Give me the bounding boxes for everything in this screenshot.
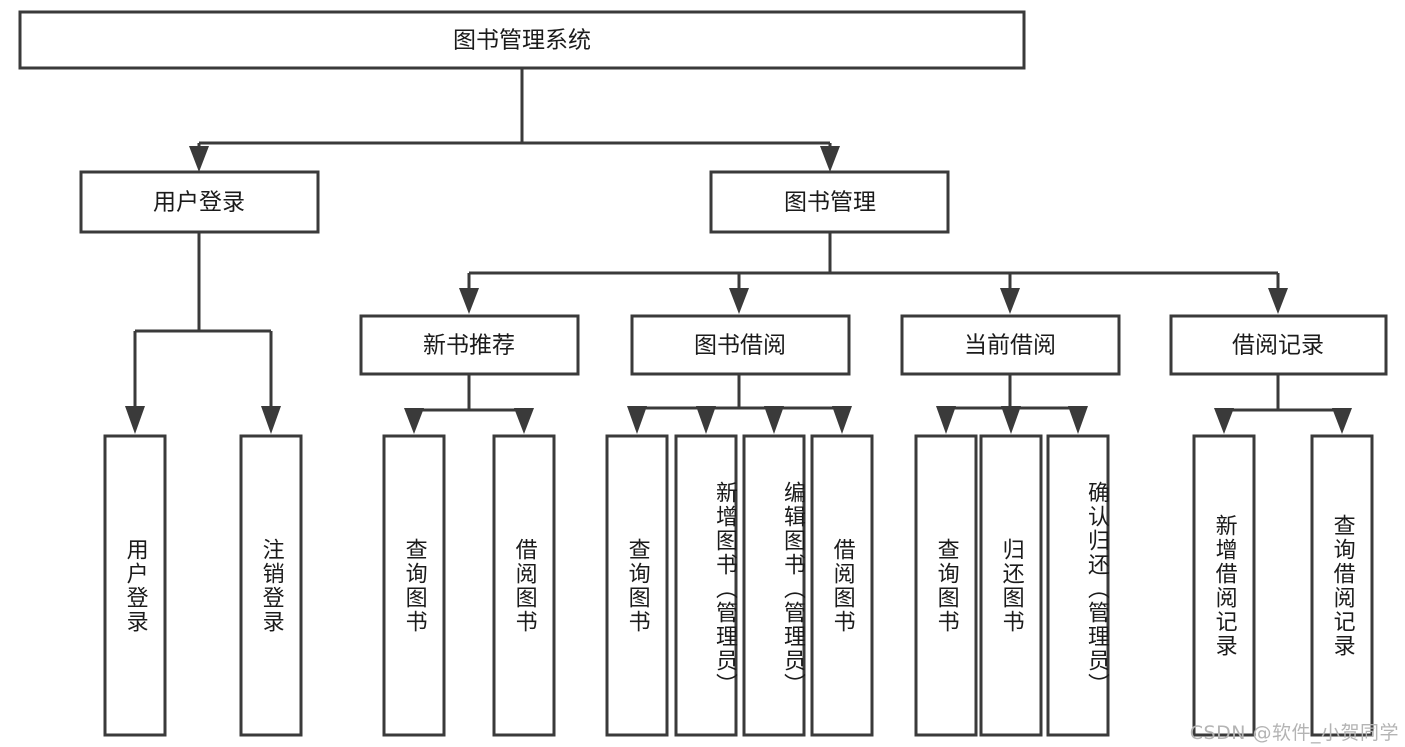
leaf-box-new-book-0[interactable] bbox=[382, 434, 446, 737]
leaf-label-current-borrow-2: 确认归还（管理员） bbox=[1084, 480, 1109, 697]
arrow-new-book-leaf-2 bbox=[514, 408, 534, 434]
connector-group-borrow-record bbox=[1214, 374, 1352, 434]
leaf-label-book-borrow-2: 编辑图书（管理员） bbox=[780, 480, 805, 697]
node-current-borrow[interactable] bbox=[900, 314, 1121, 376]
arrow-to-user-login bbox=[189, 146, 209, 172]
connector-group-current-borrow bbox=[936, 374, 1088, 434]
leaf-label-new-book-0: 查询图书 bbox=[401, 537, 427, 634]
arrow-to-new-book bbox=[459, 288, 479, 314]
leaf-box-current-borrow-1[interactable] bbox=[979, 434, 1043, 737]
node-book-management-label: 图书管理 bbox=[784, 190, 876, 216]
arrow-to-current-borrow bbox=[1000, 288, 1020, 314]
leaf-box-borrow-record-0[interactable] bbox=[1192, 434, 1256, 737]
leaf-box-user-login-0[interactable] bbox=[103, 434, 167, 737]
leaf-label-borrow-record-0: 新增借阅记录 bbox=[1211, 513, 1237, 658]
node-user-login-label: 用户登录 bbox=[153, 190, 245, 216]
arrow-to-book-borrow bbox=[729, 288, 749, 314]
arrow-borrow-record-leaf-2 bbox=[1332, 408, 1352, 434]
connector-group-new-book bbox=[404, 374, 534, 434]
arrow-user-login-leaf-2 bbox=[261, 406, 281, 434]
leaf-box-borrow-record-1[interactable] bbox=[1310, 434, 1374, 737]
leaf-box-book-borrow-3[interactable] bbox=[810, 434, 874, 737]
arrow-book-borrow-leaf-3 bbox=[764, 406, 784, 434]
node-root-book-management-system[interactable] bbox=[18, 10, 1026, 70]
node-book-borrow[interactable] bbox=[630, 314, 851, 376]
arrow-new-book-leaf-1 bbox=[404, 408, 424, 434]
leaf-label-new-book-1: 借阅图书 bbox=[511, 537, 537, 634]
leaf-box-book-borrow-2[interactable] bbox=[742, 434, 806, 737]
leaf-label-user-login-1: 注销登录 bbox=[258, 537, 284, 634]
leaf-box-book-borrow-1[interactable] bbox=[674, 434, 738, 737]
arrow-to-book-mgmt bbox=[820, 146, 840, 172]
arrow-to-borrow-record bbox=[1268, 288, 1288, 314]
node-book-borrow-label: 图书借阅 bbox=[694, 333, 786, 359]
node-root-label: 图书管理系统 bbox=[453, 28, 591, 54]
arrow-borrow-record-leaf-1 bbox=[1214, 408, 1234, 434]
leaf-label-book-borrow-3: 借阅图书 bbox=[829, 537, 855, 634]
arrow-current-borrow-leaf-1 bbox=[936, 406, 956, 434]
node-new-book-recommend-label: 新书推荐 bbox=[423, 333, 515, 359]
leaf-label-book-borrow-1: 新增图书（管理员） bbox=[712, 480, 737, 697]
connector-group-root bbox=[189, 68, 840, 172]
leaf-box-current-borrow-2[interactable] bbox=[1046, 434, 1110, 737]
arrow-current-borrow-leaf-3 bbox=[1068, 406, 1088, 434]
node-new-book-recommend[interactable] bbox=[359, 314, 580, 376]
arrow-book-borrow-leaf-4 bbox=[832, 406, 852, 434]
leaf-label-current-borrow-1: 归还图书 bbox=[998, 537, 1024, 634]
node-user-login[interactable] bbox=[79, 170, 320, 234]
leaf-box-user-login-1[interactable] bbox=[239, 434, 303, 737]
connector-group-user-login bbox=[125, 232, 281, 434]
connector-group-book-borrow bbox=[627, 374, 852, 434]
leaf-label-user-login-0: 用户登录 bbox=[122, 537, 148, 634]
connector-group-book-mgmt bbox=[459, 232, 1288, 314]
node-book-management[interactable] bbox=[709, 170, 950, 234]
node-borrow-record-label: 借阅记录 bbox=[1232, 333, 1324, 359]
arrow-current-borrow-leaf-2 bbox=[1001, 406, 1021, 434]
arrow-book-borrow-leaf-1 bbox=[627, 406, 647, 434]
leaf-label-current-borrow-0: 查询图书 bbox=[933, 537, 959, 634]
node-current-borrow-label: 当前借阅 bbox=[964, 333, 1056, 359]
leaf-label-borrow-record-1: 查询借阅记录 bbox=[1329, 513, 1355, 658]
leaf-label-book-borrow-0: 查询图书 bbox=[624, 537, 650, 634]
node-borrow-record[interactable] bbox=[1169, 314, 1388, 376]
arrow-user-login-leaf-1 bbox=[125, 406, 145, 434]
arrow-book-borrow-leaf-2 bbox=[696, 406, 716, 434]
leaf-box-new-book-1[interactable] bbox=[492, 434, 556, 737]
leaf-box-book-borrow-0[interactable] bbox=[605, 434, 669, 737]
leaf-box-current-borrow-0[interactable] bbox=[914, 434, 978, 737]
